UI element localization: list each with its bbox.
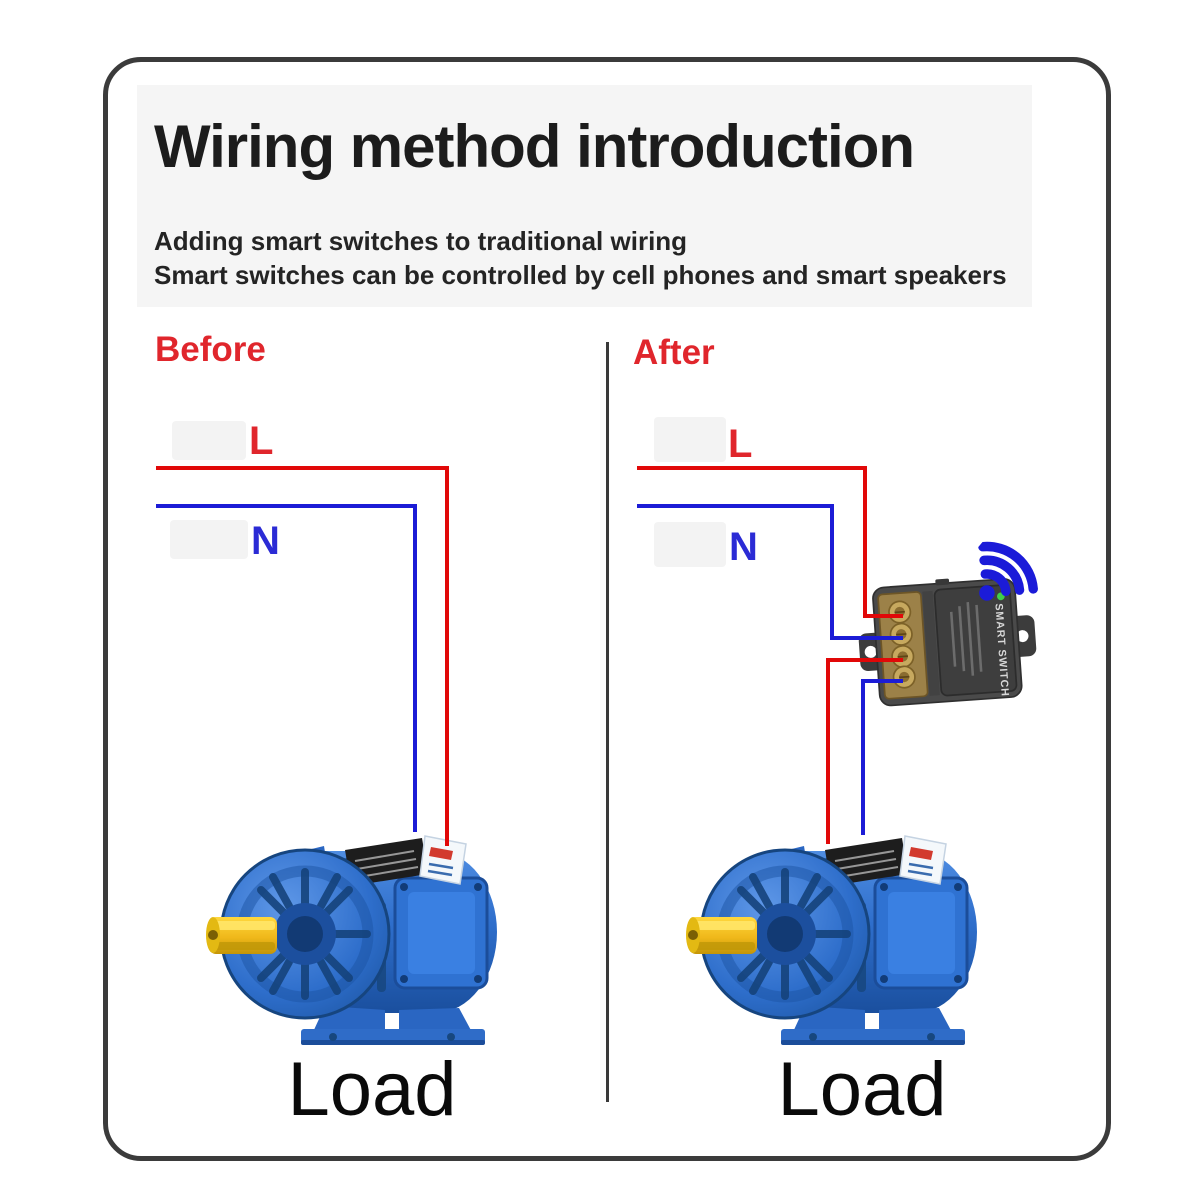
live-wire-segment — [863, 614, 903, 618]
redacted-label-box — [170, 520, 248, 559]
blurred-spec-text — [949, 602, 983, 676]
subtitle-line-1: Adding smart switches to traditional wir… — [154, 226, 688, 256]
neutral-wire-segment — [861, 679, 865, 835]
load-motor-before — [203, 820, 503, 1048]
live-wire-segment — [826, 658, 903, 662]
neutral-wire-segment — [156, 504, 417, 508]
device-label-plate — [933, 584, 1018, 697]
live-wire-segment — [445, 466, 449, 846]
redacted-label-box — [654, 417, 726, 462]
redacted-label-box — [172, 421, 246, 460]
live-wire-segment — [156, 466, 449, 470]
load-motor-after — [683, 820, 983, 1048]
load-label-after: Load — [777, 1047, 947, 1132]
live-wire-segment — [863, 466, 867, 618]
live-wire-segment — [637, 466, 867, 470]
neutral-wire-segment — [830, 636, 903, 640]
neutral-wire-segment — [413, 504, 417, 832]
after-section-label: After — [633, 333, 715, 372]
live-line-label-before: L — [249, 419, 274, 463]
before-section-label: Before — [155, 330, 266, 369]
subtitle-line-2: Smart switches can be controlled by cell… — [154, 260, 1007, 290]
neutral-line-label-before: N — [251, 519, 280, 563]
column-divider-line — [606, 342, 609, 1102]
load-label-before: Load — [287, 1047, 457, 1132]
neutral-wire-segment — [861, 679, 903, 683]
page-title: Wiring method introduction — [154, 113, 915, 180]
redacted-label-box — [654, 522, 726, 567]
neutral-line-label-after: N — [729, 525, 758, 569]
neutral-wire-segment — [637, 504, 834, 508]
neutral-wire-segment — [830, 504, 834, 640]
wifi-icon — [978, 541, 1038, 601]
live-wire-segment — [826, 658, 830, 844]
header-panel — [137, 85, 1032, 307]
live-line-label-after: L — [728, 422, 753, 466]
